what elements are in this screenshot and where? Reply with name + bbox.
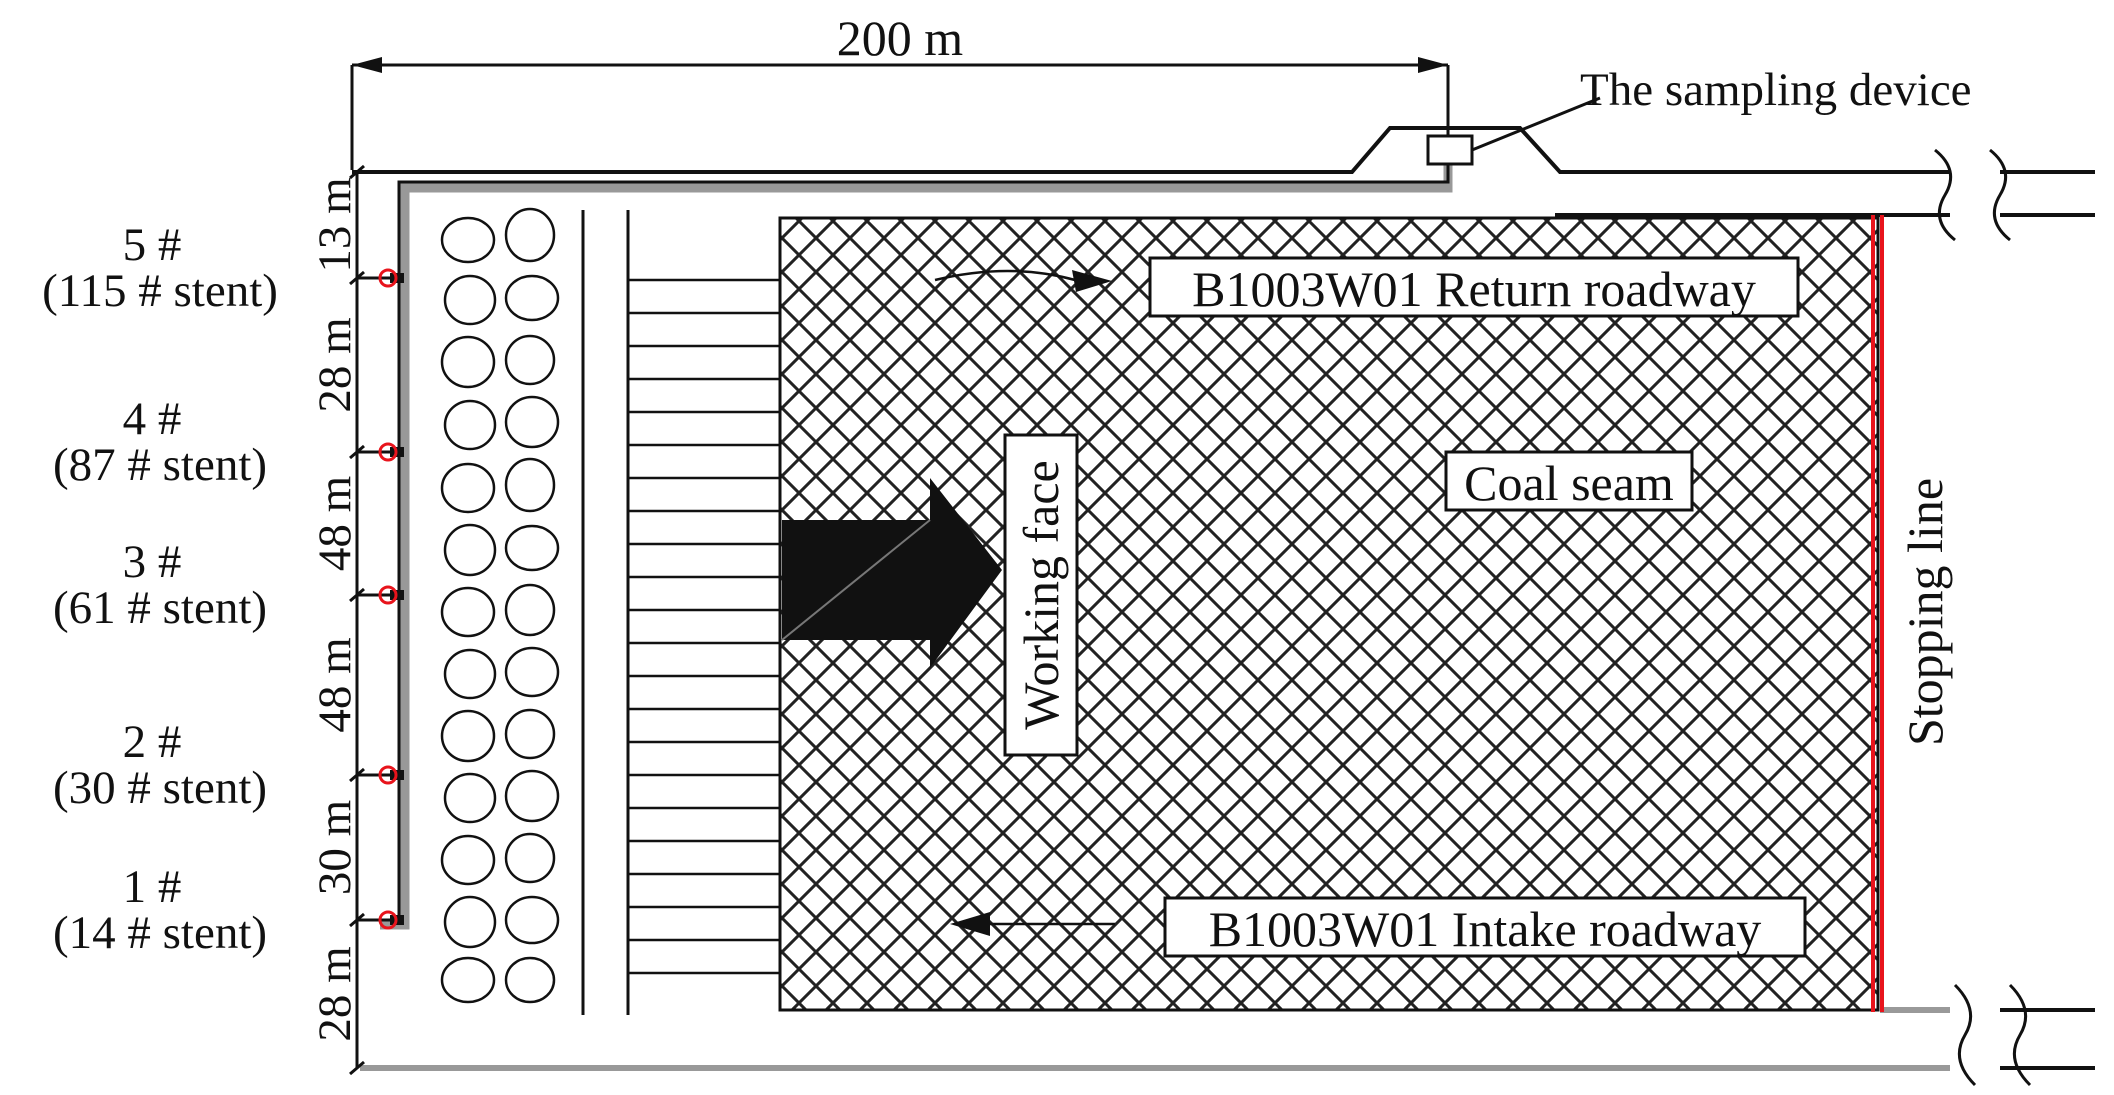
segment-length-label: 48 m: [309, 476, 361, 571]
dimension-tick: [349, 1060, 365, 1076]
sampling-point-marker: [378, 765, 398, 785]
segment-length-label: 13 m: [309, 177, 361, 272]
sampling-point-stent: (87 # stent): [53, 439, 267, 491]
sampling-point-number: 4 #: [123, 393, 182, 445]
goaf-rubble: [440, 207, 560, 1004]
sampling-device-box: [1426, 134, 1474, 166]
sampling-point-number: 1 #: [123, 861, 182, 913]
sampling-point: 4 #(87 # stent): [53, 393, 404, 491]
top-dimension: 200 m: [350, 10, 1450, 170]
sampling-point-marker: [378, 442, 398, 462]
working-face-label: Working face: [1013, 460, 1069, 729]
sampling-point: 2 #(30 # stent): [53, 716, 404, 814]
return-roadway-walls: [352, 126, 2095, 242]
sampling-device: The sampling device: [1426, 64, 1972, 166]
intake-roadway-label-box: B1003W01 Intake roadway: [950, 896, 1807, 958]
segment-length-label: 28 m: [309, 946, 361, 1041]
segment-length-label: 28 m: [309, 317, 361, 412]
sampling-point-stent: (14 # stent): [53, 907, 267, 959]
coal-seam-label: Coal seam: [1464, 455, 1674, 511]
dimension-tick: [349, 164, 365, 180]
return-roadway-label: B1003W01 Return roadway: [1192, 261, 1756, 317]
intake-roadway-walls: [360, 983, 2095, 1087]
stopping-line: Stopping line: [1871, 215, 1953, 1012]
sampling-point-stent: (61 # stent): [53, 582, 267, 634]
sampling-point: 5 #(115 # stent): [42, 219, 404, 317]
intake-roadway-label: B1003W01 Intake roadway: [1209, 901, 1762, 957]
sampling-point-stent: (30 # stent): [53, 762, 267, 814]
dimension-200m-label: 200 m: [837, 10, 964, 66]
sampling-point-number: 5 #: [123, 219, 182, 271]
sampling-point: 1 #(14 # stent): [53, 861, 404, 959]
sampling-device-label: The sampling device: [1580, 64, 1972, 116]
sampling-point-stent: (115 # stent): [42, 265, 278, 317]
advance-arrow: [781, 478, 1002, 668]
support-frame: [581, 210, 780, 1015]
sampling-point: 3 #(61 # stent): [53, 536, 404, 634]
sampling-point-number: 3 #: [123, 536, 182, 588]
segment-length-label: 30 m: [309, 800, 361, 895]
working-face-label-box: Working face: [1003, 433, 1079, 757]
coal-seam-label-box: Coal seam: [1444, 450, 1694, 512]
stopping-line-label: Stopping line: [1897, 478, 1953, 746]
left-dimension: 13 m 28 m 48 m 48 m 30 m 28 m: [309, 164, 365, 1076]
sampling-points: 5 #(115 # stent) 4 #(87 # stent) 3 #(61 # …: [42, 219, 404, 959]
sampling-point-marker: [378, 585, 398, 605]
sampling-point-marker: [378, 268, 398, 288]
return-roadway-label-box: B1003W01 Return roadway: [934, 256, 1800, 318]
sampling-point-number: 2 #: [123, 716, 182, 768]
segment-length-label: 48 m: [309, 637, 361, 732]
sampling-point-marker: [378, 910, 398, 930]
